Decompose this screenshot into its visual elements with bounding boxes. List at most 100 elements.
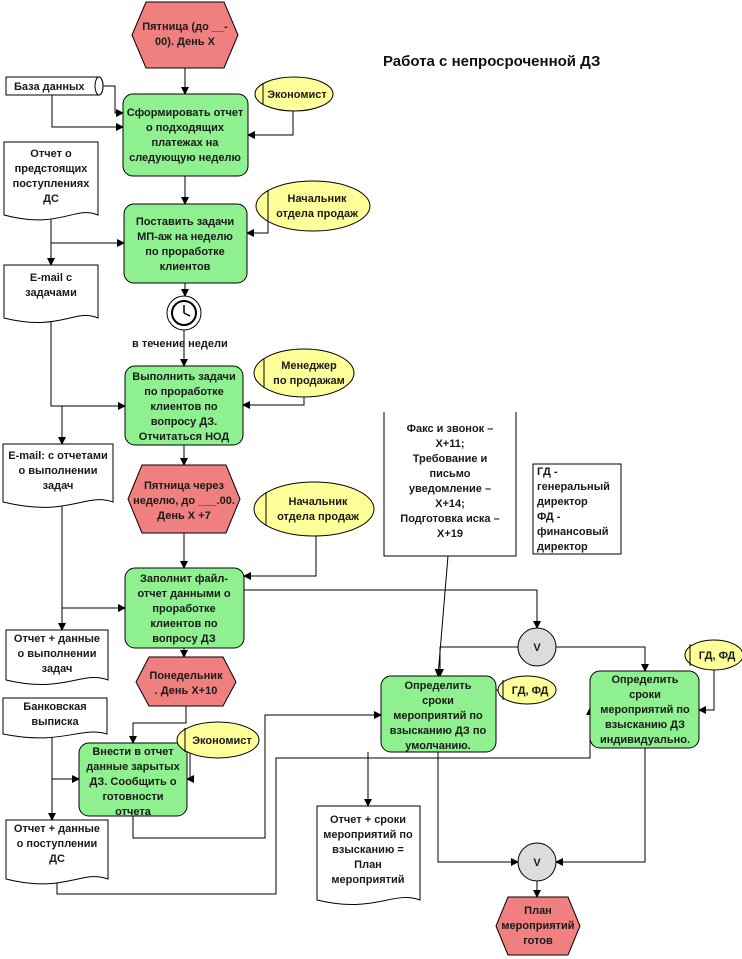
connector-line	[555, 748, 646, 866]
text-line: взысканию ДЗ	[605, 719, 685, 731]
operator-or-1: V	[517, 627, 557, 667]
function-default-terms-shape	[380, 675, 497, 753]
text-line: умолчанию.	[405, 740, 470, 752]
note-deadlines-border	[383, 412, 517, 557]
event-start-shape	[131, 1, 239, 69]
text-line: ДС	[49, 853, 65, 865]
role-sales-manager-shape	[253, 348, 355, 398]
text-line: сроки	[422, 695, 454, 707]
text-line: отдела продаж	[276, 208, 358, 220]
text-line: мероприятий	[331, 874, 404, 886]
text-line: по проработке	[145, 246, 225, 258]
function-set-tasks-shape	[123, 203, 248, 284]
doc-upcoming-receipts-shape	[3, 141, 99, 221]
connector-line	[244, 589, 541, 629]
text-line: данные зарытых	[86, 761, 180, 773]
text-line: Требование и	[413, 453, 488, 465]
connector-line	[51, 734, 80, 783]
text-line: Банковская	[23, 701, 86, 713]
text-line: уведомление –	[409, 483, 491, 495]
connector-line	[436, 646, 518, 677]
connector-line	[51, 95, 124, 131]
connector-line	[556, 646, 649, 672]
text-line: Начальник	[288, 193, 347, 205]
text-line: вопросу ДЗ	[152, 633, 216, 645]
event-start-label: Пятница (до __- 00). День Х	[142, 21, 228, 48]
text-line: Начальник	[289, 496, 348, 508]
connector-line	[698, 670, 715, 714]
text-line: E-mail с	[30, 272, 72, 284]
function-fill-report-shape	[124, 567, 245, 649]
doc-report-completion-shape	[5, 629, 109, 685]
text-line: Пятница (до __-	[142, 21, 228, 33]
doc-email-tasks-shape	[3, 264, 99, 323]
text-line: сроки	[629, 689, 661, 701]
text-line: ФД -	[537, 511, 561, 523]
text-line: ГД, ФД	[512, 685, 549, 697]
text-line: Отчет + данные	[14, 823, 100, 835]
role-economist-1: Экономист	[254, 76, 334, 112]
text-line: о подходящих	[146, 122, 225, 134]
text-line: готов	[523, 935, 553, 947]
legend-abbreviations-border	[532, 463, 622, 555]
text-line: Подготовка иска –	[400, 513, 499, 525]
function-form-report-shape	[122, 93, 249, 177]
text-line: следующую неделю	[129, 152, 241, 164]
database-label: База данных	[14, 81, 85, 93]
timer-label: в течение недели	[132, 338, 228, 350]
text-line: ГД -	[537, 466, 558, 478]
text-line: платежах на	[151, 137, 219, 149]
event-end-shape	[495, 896, 581, 956]
text-line: отчета	[115, 806, 152, 818]
text-line: Х+14;	[435, 498, 465, 510]
text-line: клиентов по	[150, 401, 218, 413]
text-line: предстоящих	[15, 163, 89, 175]
function-enter-closed-shape	[78, 742, 188, 817]
operator-or-2: V	[517, 842, 557, 882]
text-line: Факс и звонок –	[407, 423, 494, 435]
text-line: 00). День Х	[155, 36, 216, 48]
connector-line	[56, 707, 594, 895]
text-line: о выполнении	[19, 465, 98, 477]
text-line: Х+19	[437, 528, 463, 540]
role-gd-fd-1: ГД, ФД	[497, 675, 557, 705]
text-line: индивидуально.	[600, 734, 690, 746]
connector-line	[103, 85, 124, 117]
text-line: клиентов по	[150, 618, 218, 630]
role-head-sales-1: Начальник отдела продаж	[255, 180, 371, 232]
text-line: Определить	[404, 680, 471, 692]
text-line: ГД, ФД	[699, 650, 736, 662]
role-head-sales-1-shape	[255, 180, 371, 232]
text-line: финансовый	[537, 526, 609, 538]
text-line: Выполнить задачи	[132, 371, 235, 383]
text-line: Отчет + сроки	[330, 814, 406, 826]
event-monday-label: Понедельник. День Х+10	[149, 670, 223, 697]
text-line: мероприятий по	[600, 704, 690, 716]
text-line: Заполнит файл-	[140, 573, 228, 585]
text-line: План	[354, 859, 382, 871]
operator-or-1-shape	[517, 627, 557, 667]
text-line: Отчет о	[30, 148, 72, 160]
text-line: E-mail: с отчетами	[8, 450, 108, 462]
doc-email-reports-shape	[2, 443, 114, 508]
role-head-sales-1-label: Начальник отдела продаж	[276, 193, 358, 220]
text-line: письмо	[430, 468, 471, 480]
